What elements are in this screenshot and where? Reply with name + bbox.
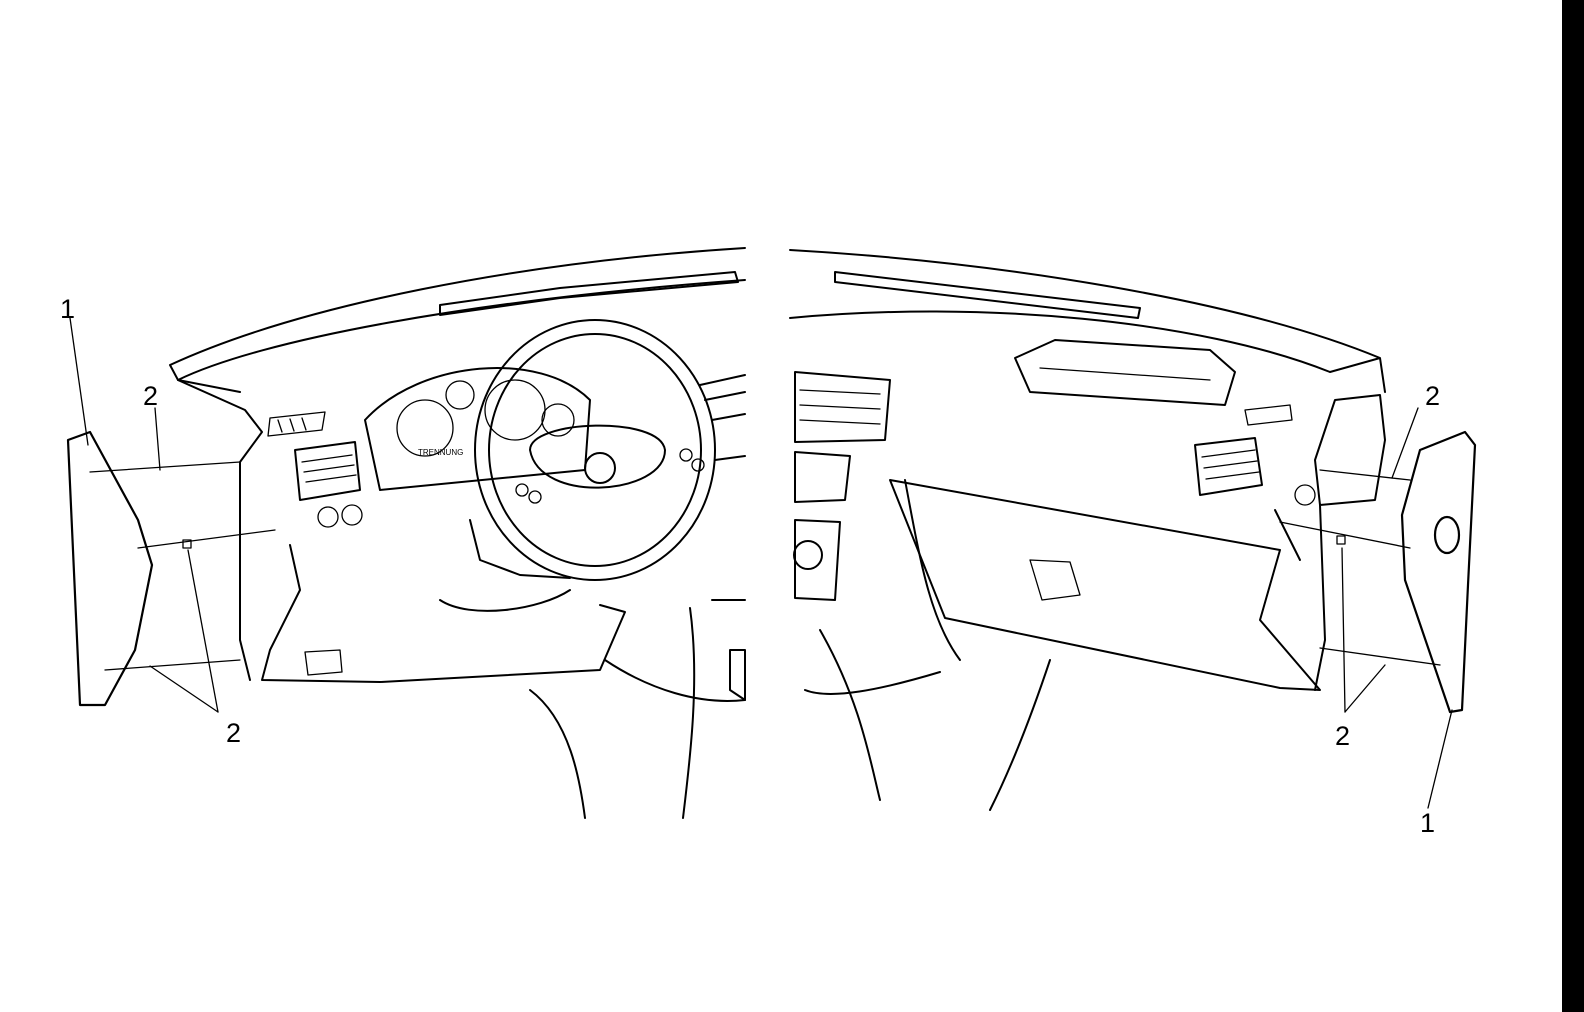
right-edge-bar — [1562, 0, 1584, 1012]
right-console-lines — [804, 479, 1051, 811]
left-steering-column — [439, 519, 571, 612]
left-knee-bolster — [261, 544, 626, 683]
right-outer-vent — [1244, 404, 1293, 426]
left-callout-2-upper: 2 — [143, 381, 158, 411]
right-callout-2-lower: 2 — [1335, 721, 1350, 751]
left-clip-icon — [182, 539, 192, 549]
right-callout-1-leader — [1427, 709, 1453, 809]
right-callout-2-lower-leader-a — [1341, 547, 1346, 713]
right-view: 1 2 2 — [789, 249, 1477, 838]
cluster-label: TRENNUNG — [418, 448, 463, 457]
right-dash-end-bracket — [1314, 394, 1386, 691]
left-center-stack — [699, 374, 746, 701]
left-end-cover-panel — [66, 430, 154, 707]
left-dash-end — [177, 379, 263, 681]
left-outer-vent — [267, 411, 326, 437]
right-center-stack — [794, 371, 891, 601]
right-callout-1: 1 — [1420, 808, 1435, 838]
left-callout-1: 1 — [60, 294, 75, 324]
right-defrost-vent — [834, 271, 1141, 319]
left-fastener-leader-middle — [137, 529, 276, 549]
right-fastener-leader-lower — [1319, 647, 1441, 666]
left-callout-2-lower-leader-a — [187, 549, 219, 713]
right-panel-access-hole — [1433, 515, 1461, 555]
left-center-vent — [294, 441, 361, 501]
left-fastener-leader-upper — [89, 461, 241, 473]
left-dash-top — [169, 247, 746, 393]
left-view: TRENNUNG 1 2 2 — [60, 247, 746, 819]
left-callout-2-upper-leader — [154, 407, 161, 471]
right-callout-2-upper: 2 — [1425, 381, 1440, 411]
right-callout-2-upper-leader — [1391, 407, 1419, 479]
right-end-cover-panel — [1400, 430, 1477, 714]
left-console-lines — [529, 607, 746, 819]
left-steering-hub — [529, 424, 666, 489]
right-clip-icon — [1336, 535, 1346, 545]
left-callout-2-lower-leader-b — [149, 665, 219, 713]
left-defrost-vent — [439, 271, 739, 316]
right-callout-2-lower-leader-b — [1344, 664, 1386, 713]
left-callout-2-lower: 2 — [226, 718, 241, 748]
right-glovebox — [889, 479, 1321, 691]
left-callout-1-leader — [69, 317, 89, 446]
right-center-vent — [1194, 437, 1263, 496]
right-fastener-leader-upper — [1319, 469, 1411, 481]
left-fastener-leader-lower — [104, 659, 241, 671]
right-airbag-door — [1014, 339, 1236, 406]
left-steering-wheel-rim — [474, 319, 716, 581]
right-dash-top — [789, 249, 1386, 393]
right-fastener-leader-middle — [1279, 521, 1411, 549]
